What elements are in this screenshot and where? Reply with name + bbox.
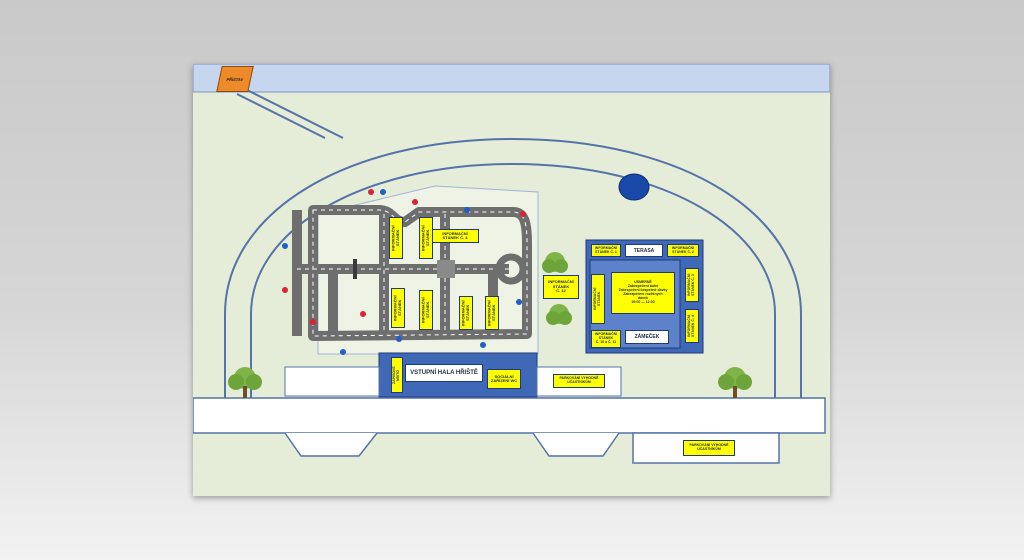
roundabout [495,253,527,285]
path-line [236,93,326,139]
tree [228,367,262,398]
tree [542,252,568,273]
tree [718,367,752,398]
info-station-2-label[interactable]: INFORMAČNÍ STÁNEK Č. 2 [667,244,699,257]
info-station-vertical-a[interactable]: INFORMAČNÍ STÁNEK [389,217,403,259]
info-station-vertical-b[interactable]: INFORMAČNÍ STÁNEK [419,217,433,259]
info-station-vertical-d[interactable]: INFORMAČNÍ STÁNEK [419,290,433,330]
info-station-12-label[interactable]: INFORMAČNÍ STÁNEK Č. 12 [543,275,579,299]
info-station-vertical-f[interactable]: INFORMAČNÍ STÁNEK [485,296,499,330]
crossroad-square [437,260,455,278]
entrance-hall-label[interactable]: VSTUPNÍ HALA HŘIŠTĚ [405,364,483,382]
main-road [193,397,826,434]
tree [546,304,572,325]
parking-top-label[interactable]: PARKOVÁNÍ VYHODNĚ ÚČASTNÍKŮM [553,374,605,388]
social-wc-label[interactable]: SOCIÁLNÍ ZAŘÍZENÍ WC [487,369,521,389]
info-station-vertical-e[interactable]: INFORMAČNÍ STÁNEK [459,296,473,330]
info-station-4-label[interactable]: INFORMAČNÍ STÁNEK Č. 4 [431,229,479,243]
pond [618,173,650,201]
map-drawing [193,64,830,464]
terasa-label[interactable]: TERASA [625,244,663,257]
parking-bay [532,432,620,457]
registration-point-label[interactable]: ZÁPISOVÉ MÍSTO [391,357,403,393]
inner-arch-path [250,162,776,404]
info-station-vertical-c[interactable]: INFORMAČNÍ STÁNEK [391,288,405,328]
chateau-info-box[interactable]: USMERNĚ Zabezpečení bufet Zabezpečení be… [611,272,675,314]
info-station-side-left[interactable]: INFORMAČNÍ STÁNEK [591,274,605,324]
outer-arch-path [224,137,802,404]
building-left [284,366,380,397]
info-station-10-11-label[interactable]: INFORMAČNÍ STÁNEK Č. 10 a Č. 11 [591,330,621,348]
traffic-signs [282,189,526,355]
parking-bay [284,432,378,457]
path-line [242,87,344,139]
water-strip [193,64,830,93]
map-slide: PŘÍSTAV INFORMAČNÍ STÁNEK Č. 4 INFORMAČN… [193,64,830,496]
parking-bottom-label[interactable]: PARKOVÁNÍ VYHODNĚ ÚČASTNÍKŮM [683,440,735,456]
info-station-side-right-2[interactable]: INFORMAČNÍ STÁNEK Č. 4 [685,309,699,343]
zamecek-label[interactable]: ZÁMEČEK [625,330,669,344]
info-station-side-right-1[interactable]: INFORMAČNÍ STÁNEK Č. 3 [685,268,699,302]
info-station-1-label[interactable]: INFORMAČNÍ STÁNEK Č. 1 [591,244,621,257]
harbor-tag: PŘÍSTAV [216,66,254,92]
